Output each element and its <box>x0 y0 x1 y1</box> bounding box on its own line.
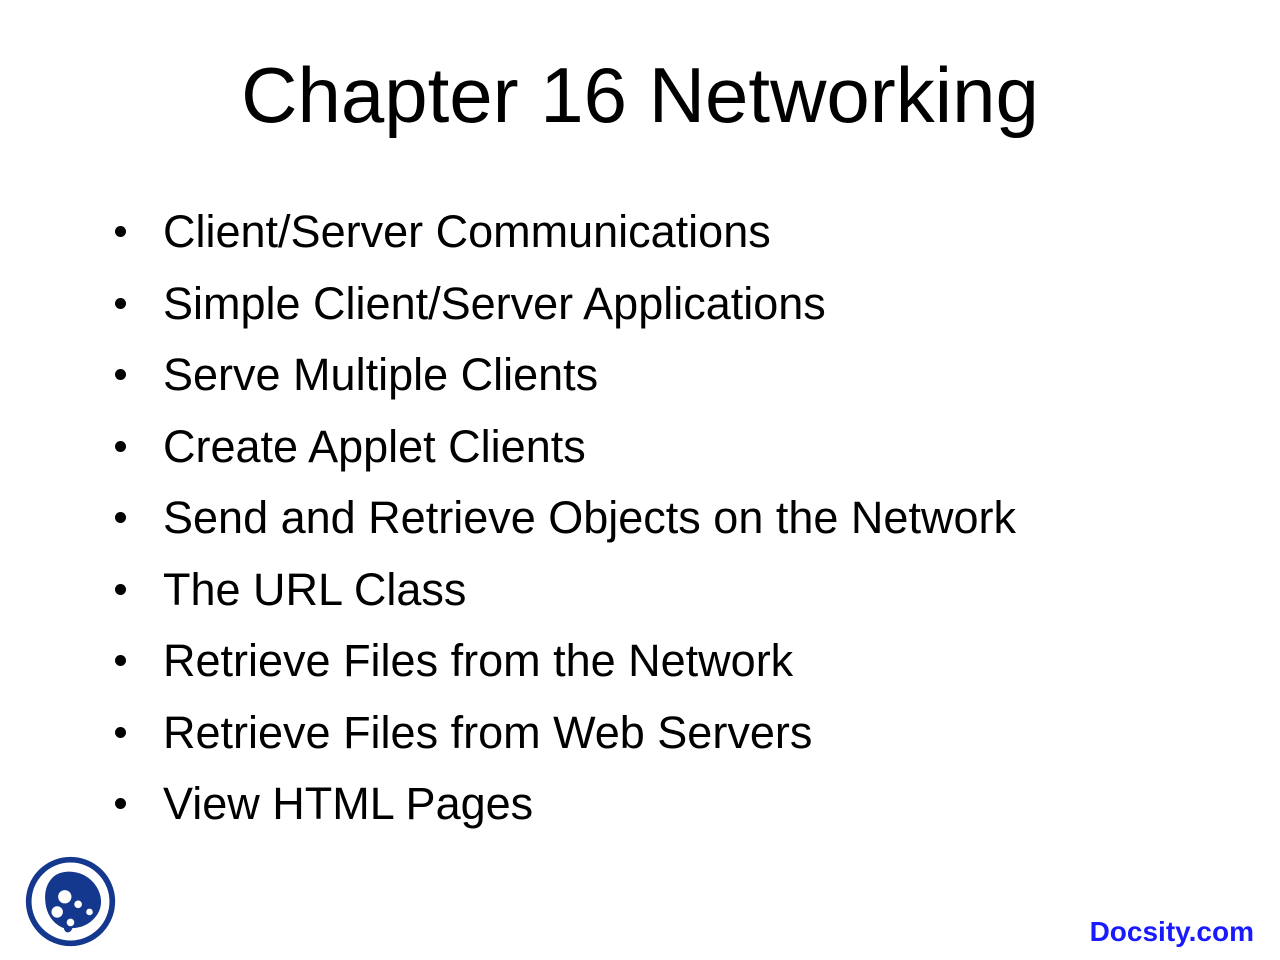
bullet-icon <box>115 726 126 738</box>
bullet-label: The URL Class <box>163 563 467 615</box>
list-item: The URL Class <box>110 554 1240 626</box>
bullet-label: Retrieve Files from Web Servers <box>163 706 813 758</box>
bullet-icon <box>115 798 126 810</box>
list-item: Create Applet Clients <box>110 411 1240 483</box>
bullet-icon <box>115 512 126 524</box>
list-item: Client/Server Communications <box>110 196 1240 268</box>
bullet-icon <box>115 583 126 595</box>
bullet-label: Simple Client/Server Applications <box>163 277 826 329</box>
list-item: Simple Client/Server Applications <box>110 268 1240 340</box>
bullet-icon <box>115 655 126 667</box>
bullet-label: View HTML Pages <box>163 778 534 829</box>
bullet-icon <box>115 440 126 452</box>
list-item: View HTML Pages <box>110 768 1240 840</box>
bullet-icon <box>115 226 126 238</box>
list-item: Retrieve Files from the Network <box>110 625 1240 697</box>
bullet-label: Client/Server Communications <box>163 206 771 257</box>
docsity-logo-icon <box>23 854 118 949</box>
docsity-link[interactable]: Docsity.com <box>1089 916 1254 947</box>
bullet-label: Create Applet Clients <box>163 420 586 472</box>
slide-title: Chapter 16 Networking <box>241 51 1039 139</box>
bullet-label: Retrieve Files from the Network <box>163 635 794 686</box>
bullet-list: Client/Server Communications Simple Clie… <box>110 196 1240 840</box>
bullet-icon <box>115 369 126 381</box>
bullet-label: Send and Retrieve Objects on the Network <box>163 492 1016 543</box>
list-item: Retrieve Files from Web Servers <box>110 697 1240 769</box>
list-item: Send and Retrieve Objects on the Network <box>110 482 1240 554</box>
bullet-label: Serve Multiple Clients <box>163 349 599 400</box>
bullet-icon <box>115 297 126 309</box>
list-item: Serve Multiple Clients <box>110 339 1240 411</box>
